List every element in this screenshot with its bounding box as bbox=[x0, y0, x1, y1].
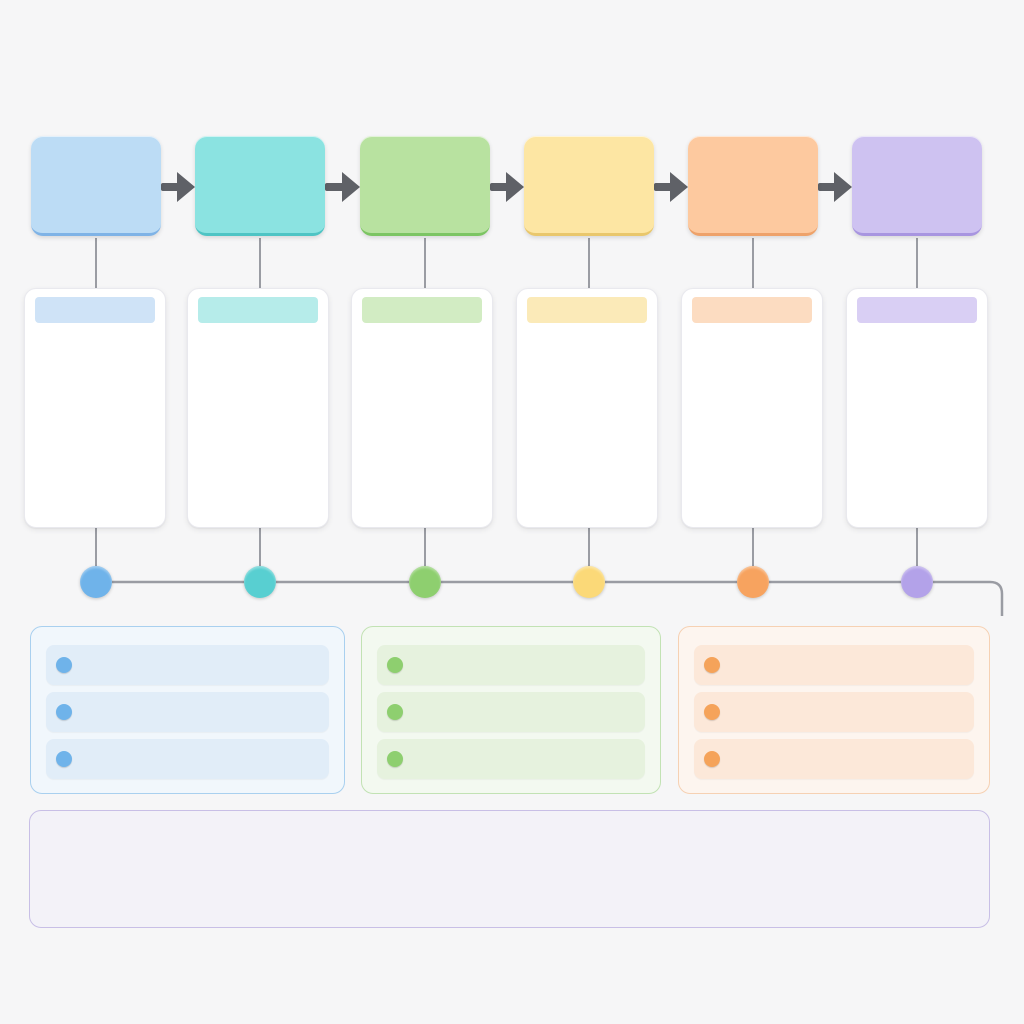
stage-card-5 bbox=[681, 288, 823, 528]
detail-panel-1 bbox=[30, 626, 345, 794]
flow-arrow-icon bbox=[161, 172, 195, 202]
stage-tile-2 bbox=[195, 136, 325, 236]
list-item bbox=[377, 739, 645, 779]
summary-box bbox=[29, 810, 990, 928]
list-item bbox=[46, 645, 329, 685]
stage-card-4 bbox=[516, 288, 658, 528]
timeline-dot-5 bbox=[737, 566, 769, 598]
list-item bbox=[694, 739, 974, 779]
stage-card-header bbox=[692, 297, 812, 323]
bullet-dot-icon bbox=[387, 704, 403, 720]
detail-panel-2 bbox=[361, 626, 661, 794]
bullet-dot-icon bbox=[704, 751, 720, 767]
list-item bbox=[694, 692, 974, 732]
bullet-dot-icon bbox=[56, 751, 72, 767]
list-item bbox=[694, 645, 974, 685]
stage-card-1 bbox=[24, 288, 166, 528]
list-item bbox=[377, 645, 645, 685]
detail-panel-3 bbox=[678, 626, 990, 794]
stage-card-header bbox=[362, 297, 482, 323]
stage-card-header bbox=[857, 297, 977, 323]
stage-card-header bbox=[198, 297, 318, 323]
bullet-dot-icon bbox=[56, 657, 72, 673]
timeline-dot-4 bbox=[573, 566, 605, 598]
stage-tile-6 bbox=[852, 136, 982, 236]
timeline-dot-2 bbox=[244, 566, 276, 598]
flow-arrow-icon bbox=[818, 172, 852, 202]
flow-arrow-icon bbox=[654, 172, 688, 202]
bullet-dot-icon bbox=[704, 657, 720, 673]
stage-card-header bbox=[35, 297, 155, 323]
bullet-dot-icon bbox=[387, 657, 403, 673]
stage-tile-1 bbox=[31, 136, 161, 236]
bullet-dot-icon bbox=[704, 704, 720, 720]
stage-tile-4 bbox=[524, 136, 654, 236]
stage-card-2 bbox=[187, 288, 329, 528]
list-item bbox=[377, 692, 645, 732]
list-item bbox=[46, 739, 329, 779]
flow-arrow-icon bbox=[325, 172, 360, 202]
stage-tile-5 bbox=[688, 136, 818, 236]
stage-card-3 bbox=[351, 288, 493, 528]
flow-arrow-icon bbox=[490, 172, 524, 202]
timeline-dot-3 bbox=[409, 566, 441, 598]
timeline-dot-6 bbox=[901, 566, 933, 598]
stage-card-6 bbox=[846, 288, 988, 528]
stage-card-header bbox=[527, 297, 647, 323]
bullet-dot-icon bbox=[56, 704, 72, 720]
timeline-line bbox=[96, 580, 1004, 616]
list-item bbox=[46, 692, 329, 732]
timeline-dot-1 bbox=[80, 566, 112, 598]
stage-tile-3 bbox=[360, 136, 490, 236]
bullet-dot-icon bbox=[387, 751, 403, 767]
